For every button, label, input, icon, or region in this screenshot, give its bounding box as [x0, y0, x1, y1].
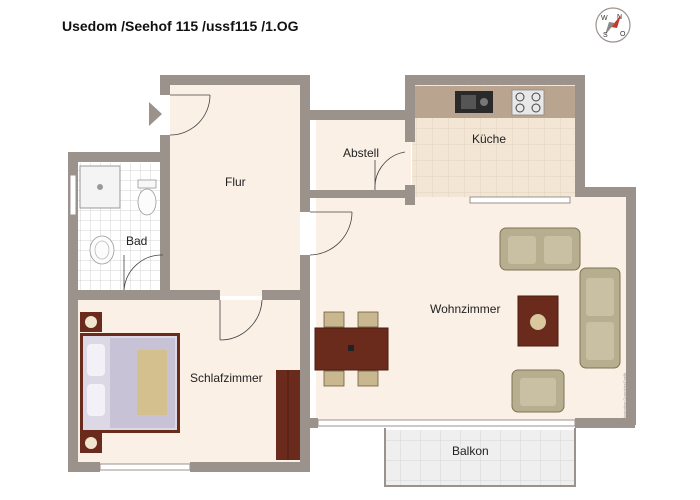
wall — [300, 110, 415, 120]
room-label-bad: Bad — [126, 234, 147, 248]
room-label-abstell: Abstell — [343, 146, 379, 160]
wall — [68, 462, 100, 472]
wall — [68, 290, 220, 300]
wall — [190, 462, 310, 472]
window — [69, 174, 77, 216]
wall — [160, 75, 170, 95]
kitchen-counter — [415, 86, 575, 118]
wall — [262, 290, 310, 300]
compass-label-o: O — [620, 31, 626, 38]
window — [317, 419, 576, 427]
chair — [323, 311, 345, 328]
window — [99, 463, 191, 471]
wall — [160, 75, 310, 85]
illustration-credit: Illustration:GrundrissGrafik — [622, 373, 627, 420]
toilet-icon — [137, 188, 157, 216]
balcony-railing — [384, 428, 576, 487]
chair — [323, 370, 345, 387]
entrance-arrow-icon — [149, 102, 162, 126]
wall — [300, 255, 310, 470]
room-label-balkon: Balkon — [452, 444, 489, 458]
wall — [68, 152, 168, 162]
compass-icon: N O S W — [595, 7, 631, 43]
chair — [357, 370, 379, 387]
windows — [69, 174, 576, 471]
lounge-area — [499, 227, 621, 413]
compass-label-n: N — [617, 14, 622, 21]
wall — [405, 120, 415, 142]
dining-area — [314, 311, 389, 387]
window — [469, 196, 571, 204]
wall — [300, 75, 310, 212]
door-swing — [309, 211, 353, 256]
wall — [626, 187, 636, 425]
bedroom-furniture — [80, 312, 300, 460]
coffee-table — [517, 295, 559, 347]
counter — [415, 86, 575, 118]
door-swing — [219, 299, 263, 341]
wall — [575, 187, 635, 197]
wall — [300, 190, 405, 198]
wall — [405, 75, 585, 85]
wall — [68, 152, 78, 472]
floor-balkon — [385, 430, 575, 485]
wall — [405, 75, 415, 120]
walls — [68, 75, 636, 472]
compass-label-w: W — [601, 15, 608, 22]
plan-title: Usedom /Seehof 115 /ussf115 /1.OG — [62, 18, 299, 34]
wall — [575, 75, 585, 195]
room-labels: Flur Bad Abstell Küche Wohnzimmer Schlaf… — [126, 132, 506, 458]
door-swing — [123, 254, 164, 291]
pillow — [87, 344, 105, 376]
wall — [300, 418, 318, 428]
door-swings — [123, 94, 406, 341]
floors — [78, 84, 626, 485]
chair — [357, 311, 379, 328]
room-label-flur: Flur — [225, 175, 246, 189]
toilet-tank — [137, 179, 157, 189]
room-label-wohnzimmer: Wohnzimmer — [430, 302, 500, 316]
compass-label-s: S — [603, 32, 608, 39]
bathroom-fixtures — [79, 165, 157, 265]
stove-icon — [511, 89, 545, 116]
wall — [575, 418, 635, 428]
washbasin-icon — [89, 235, 115, 265]
room-label-schlafzimmer: Schlafzimmer — [190, 371, 263, 385]
pillow — [87, 384, 105, 416]
wall — [405, 185, 415, 205]
door-swing — [374, 151, 406, 191]
wall — [160, 135, 170, 295]
door-swing — [169, 94, 211, 136]
floor-flur — [170, 84, 300, 296]
room-label-kueche: Küche — [472, 132, 506, 146]
